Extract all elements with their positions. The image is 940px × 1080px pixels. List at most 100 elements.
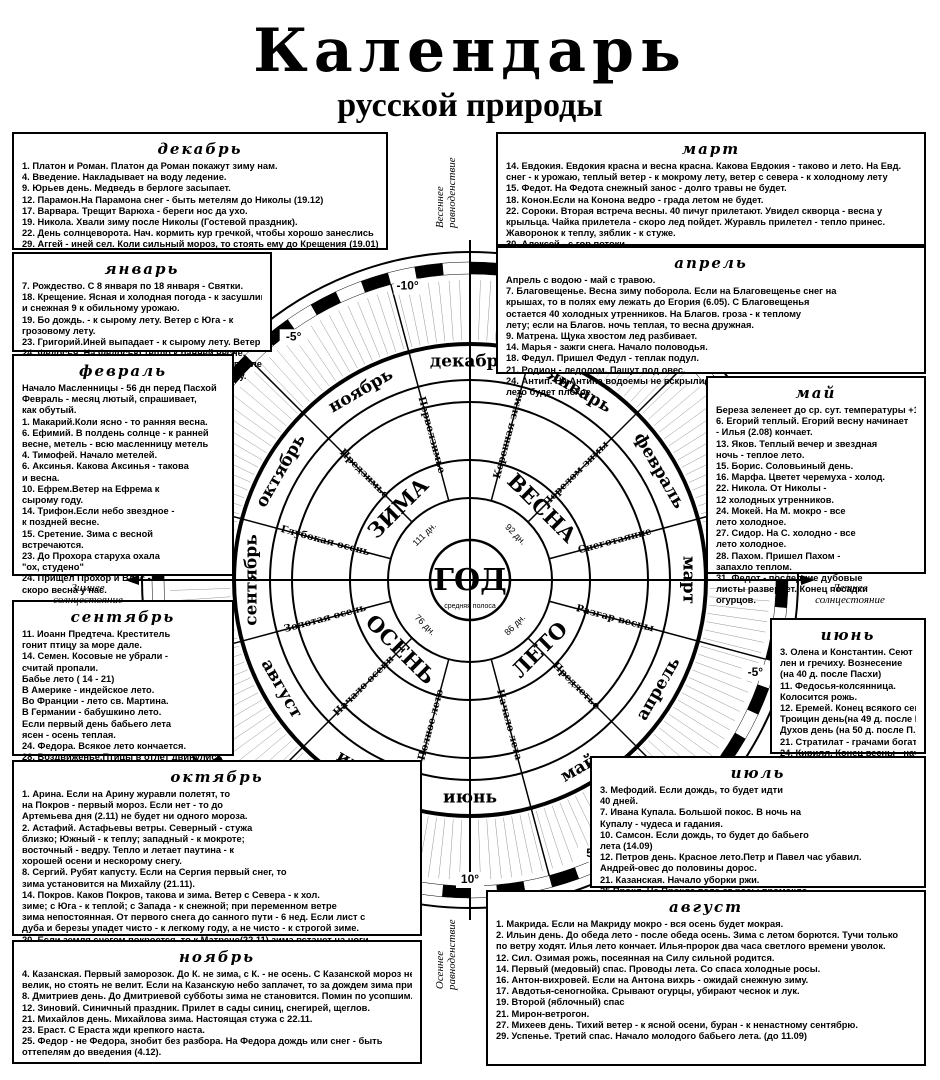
entry-line: 40 дней. [600,796,638,807]
month-heading: июнь [820,626,876,644]
entry-line: 19. Второй (яблочный) спас [496,997,625,1008]
entry-line: Во Франции - лето св. Мартина. [22,696,169,707]
calendar-title: Календарь [253,16,687,86]
entry-line: 1. Макрида. Если на Макриду мокро - вся … [496,919,784,929]
text-hatch [642,371,686,414]
month-divider [490,659,550,876]
month-heading: январь [104,260,180,278]
entry-line: Купалу - чудеса и гадания. [600,818,723,829]
entry-line: лету; если на Благов. ночь теплая, то ве… [506,319,754,330]
entry-line: сырому году. [22,495,84,506]
entry-line: 18. Крещение. Ясная и холодная погода - … [22,292,262,303]
month-divider [253,363,413,523]
temperature-mark: -5° [748,665,764,679]
center-caption: средняя полоса [444,603,496,610]
entry-line: гонит птицу за море дале. [22,640,142,651]
entry-line: 23. До Прохора старуха охала [22,551,160,562]
entry-line: как обутый. [22,405,77,416]
entry-line: 12. Сил. Озимая рожь, посеянная на Силу … [496,952,775,963]
text-hatch [700,645,759,663]
entry-line: Апрель с водою - май с травою. [506,275,656,285]
text-hatch [261,364,304,408]
text-hatch [668,714,719,748]
text-hatch [704,629,764,643]
entry-line: 4. Тимофей. Начало метелей. [22,450,158,461]
text-hatch [407,286,421,346]
text-hatch [310,325,343,377]
text-hatch [648,379,694,420]
entry-line: 14. Покров. Каков Покров, такова и зима.… [22,889,320,900]
entry-line: 6. Аксинья. Какова Аксинья - такова [22,461,189,472]
text-hatch [519,814,533,874]
autumn-equinox-label: Осеннее равноденствие [434,919,458,990]
entry-line: ночь - теплое лето. [716,449,805,460]
text-hatch [233,395,281,433]
entry-line: запахло теплом. [716,561,792,572]
entry-line: 15. Сретение. Зима с весной [22,528,153,539]
text-hatch [706,621,766,633]
entry-line: 17. Варвара. Трещит Варюха - береги нос … [22,205,248,216]
text-hatch [543,808,563,866]
entry-line: 24. Антип. На Антипа водоемы не вскрылис… [506,375,721,386]
entry-line: 18. Конон.Если на Конона ведро - града л… [506,194,764,205]
entry-line: 24. Прищел Прохор и Влас - [22,573,151,584]
entry-line: 23. Григорий.Иней выпадает - к сырому ле… [22,337,262,348]
text-hatch [285,343,323,391]
month-label-0: декабрь [430,352,510,372]
entry-line: Бабье лето ( 14 - 21) [22,673,115,684]
entry-line: 24. Федора. Всякое лето кончается. [22,741,187,752]
entry-line: 3. Мефодий. Если дождь, то будет идти [600,785,783,795]
scale-segment [442,261,471,276]
entry-line: встречаются. [22,539,84,550]
entry-line: 25. Федор - не Федора, знобит без разбор… [22,1036,383,1047]
entry-line: 12. Парамон.На Парамона снег - быть мете… [22,194,324,205]
text-hatch [227,720,276,757]
text-hatch [511,816,523,876]
entry-line: 29. Аггей - иней сел. Коли сильный мороз… [22,239,378,250]
text-hatch [708,604,769,612]
entry-line: восточный - ведру. Тепло и летает паутин… [22,845,234,856]
month-heading: август [669,898,743,916]
text-hatch [692,669,749,693]
entry-line: 27. Сидор. На С. холодно - все [716,528,856,539]
entry-line: 17. Авдотья-сеногнойка. Срывают огурцы, … [496,986,800,997]
text-hatch [659,395,707,433]
text-hatch [664,403,713,440]
entry-line: грозовому лету. [22,325,96,336]
text-hatch [357,301,381,358]
entry-line: 24. Мокей. На М. мокро - все [716,505,846,516]
temperature-bg [279,329,308,346]
entry-line: 1. Арина. Если на Арину журавли полетят,… [22,789,231,799]
entry-line: на Покров - первый мороз. Если нет - то … [22,800,223,811]
text-hatch [677,699,730,731]
text-hatch [567,799,593,855]
text-hatch [240,387,287,426]
entry-line: считай пропали. [22,662,99,673]
entry-line: 14. Евдокия. Евдокия красна и весна крас… [506,161,902,171]
entry-line: 31. Федот - последние дубовые [716,573,863,584]
entry-line: 7. Ивана Купала. Большой покос. В ночь н… [600,807,802,818]
entry-line: крыльца. Чайка прилетела - скоро лед пой… [506,217,886,228]
entry-line: 7. Рождество. С 8 января по 18 января - … [22,281,244,291]
text-hatch [227,403,276,440]
entry-line: остается 40 холодных утренников. На Благ… [506,308,802,319]
entry-line: 13. Яков. Теплый вечер и звездная [716,438,878,449]
month-label-3: март [679,556,699,604]
entry-line: ясен - осень теплая. [22,729,116,740]
entry-line: Колосится рожь. [780,691,858,702]
entry-line: 9. Матрена. Щука хвостом лед разбивает. [506,331,698,342]
entry-line: 28. Воздвиженье.Птицы в отлет двинулись [22,752,223,763]
text-hatch [486,280,492,341]
temperature-bg [741,664,770,681]
entry-line: 3. Олена и Константин. Сеют [780,647,913,657]
axis-arrow [125,575,139,585]
text-hatch [233,727,281,765]
entry-line: 21. Родион - ледолом. Пашут под овес. [506,364,686,375]
text-hatch [478,280,481,341]
text-hatch [448,819,454,880]
